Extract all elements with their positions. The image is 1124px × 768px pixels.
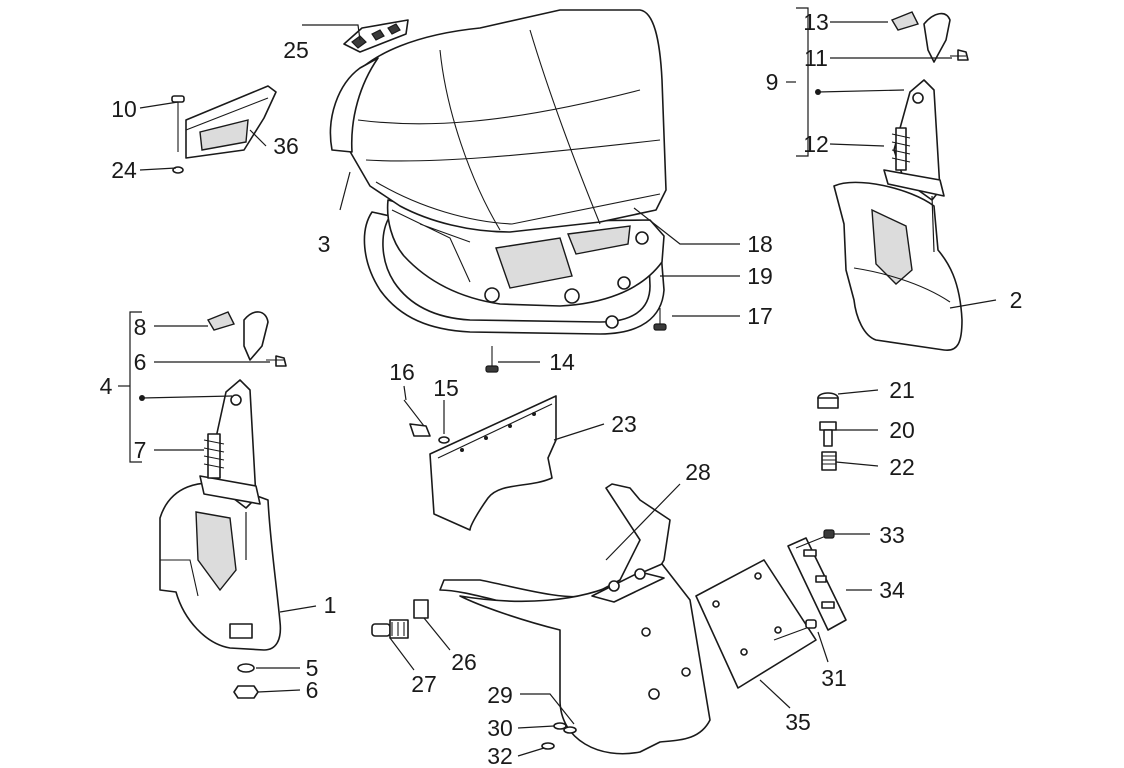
callout-12: 12 xyxy=(803,131,829,157)
callout-32: 32 xyxy=(487,743,513,768)
support-bracket xyxy=(787,537,847,631)
screw-33 xyxy=(795,529,835,549)
bolt-17 xyxy=(653,308,667,331)
light-cover xyxy=(185,85,277,159)
callout-27: 27 xyxy=(411,671,437,697)
callout-4: 4 xyxy=(100,373,113,399)
callout-3: 3 xyxy=(318,231,331,257)
leader-lines xyxy=(118,7,997,757)
callout-33: 33 xyxy=(879,522,905,548)
callout-29: 29 xyxy=(487,682,513,708)
group-dot-4 xyxy=(139,395,145,401)
callout-1: 1 xyxy=(324,592,337,618)
screw-31 xyxy=(773,619,817,641)
nut-6-lower xyxy=(233,685,259,699)
callout-10: 10 xyxy=(111,96,137,122)
callout-24: 24 xyxy=(111,157,137,183)
callout-25: 25 xyxy=(283,37,309,63)
callout-28: 28 xyxy=(685,459,711,485)
right-hinge-pad xyxy=(890,11,919,31)
callout-21: 21 xyxy=(889,377,915,403)
callout-20: 20 xyxy=(889,417,915,443)
callout-9: 9 xyxy=(766,69,779,95)
callout-31: 31 xyxy=(821,665,847,691)
callout-2: 2 xyxy=(1010,287,1023,313)
callout-11: 11 xyxy=(804,45,828,71)
callout-30: 30 xyxy=(487,715,513,741)
callout-34: 34 xyxy=(879,577,905,603)
callout-13: 13 xyxy=(803,9,829,35)
bolt-14 xyxy=(485,346,499,373)
callout-18: 18 xyxy=(747,231,773,257)
callout-19: 19 xyxy=(747,263,773,289)
screw-10 xyxy=(171,95,185,152)
callout-7: 7 xyxy=(134,437,147,463)
plate-support xyxy=(695,559,817,689)
left-hinge-bracket xyxy=(199,311,269,509)
callout-22: 22 xyxy=(889,454,915,480)
screw-6-upper xyxy=(266,355,287,367)
callout-6-upper: 6 xyxy=(134,349,147,375)
washer-5 xyxy=(237,663,255,673)
callout-23: 23 xyxy=(611,411,637,437)
callout-5: 5 xyxy=(306,655,319,681)
callout-labels: 25 10 36 24 3 18 19 17 14 13 11 9 12 2 8… xyxy=(100,9,1023,768)
callout-35: 35 xyxy=(785,709,811,735)
left-hinge-pad xyxy=(206,311,235,331)
callout-26: 26 xyxy=(451,649,477,675)
pin-20 xyxy=(819,421,837,447)
cap-21 xyxy=(817,392,839,409)
top-case-lid xyxy=(329,9,667,233)
callout-8: 8 xyxy=(134,314,147,340)
rear-rack-frame xyxy=(363,211,665,335)
right-hinge-bracket xyxy=(883,12,951,201)
nut-32 xyxy=(541,742,555,750)
callout-6-lower: 6 xyxy=(306,677,319,703)
washer-29 xyxy=(563,726,577,734)
plate-holder xyxy=(429,395,557,531)
screw-16 xyxy=(403,399,431,437)
right-panel xyxy=(833,181,963,351)
callout-17: 17 xyxy=(747,303,773,329)
rear-mudguard xyxy=(439,483,711,755)
screw-11 xyxy=(950,49,969,61)
left-panel xyxy=(159,482,282,651)
washer-15 xyxy=(438,436,450,444)
bolt-27 xyxy=(371,619,409,639)
callout-15: 15 xyxy=(433,375,459,401)
callout-14: 14 xyxy=(549,349,575,375)
group-dot-9 xyxy=(815,89,821,95)
callout-36: 36 xyxy=(273,133,299,159)
spring-22 xyxy=(821,451,837,471)
callout-16: 16 xyxy=(389,359,415,385)
clip-26 xyxy=(413,599,429,619)
